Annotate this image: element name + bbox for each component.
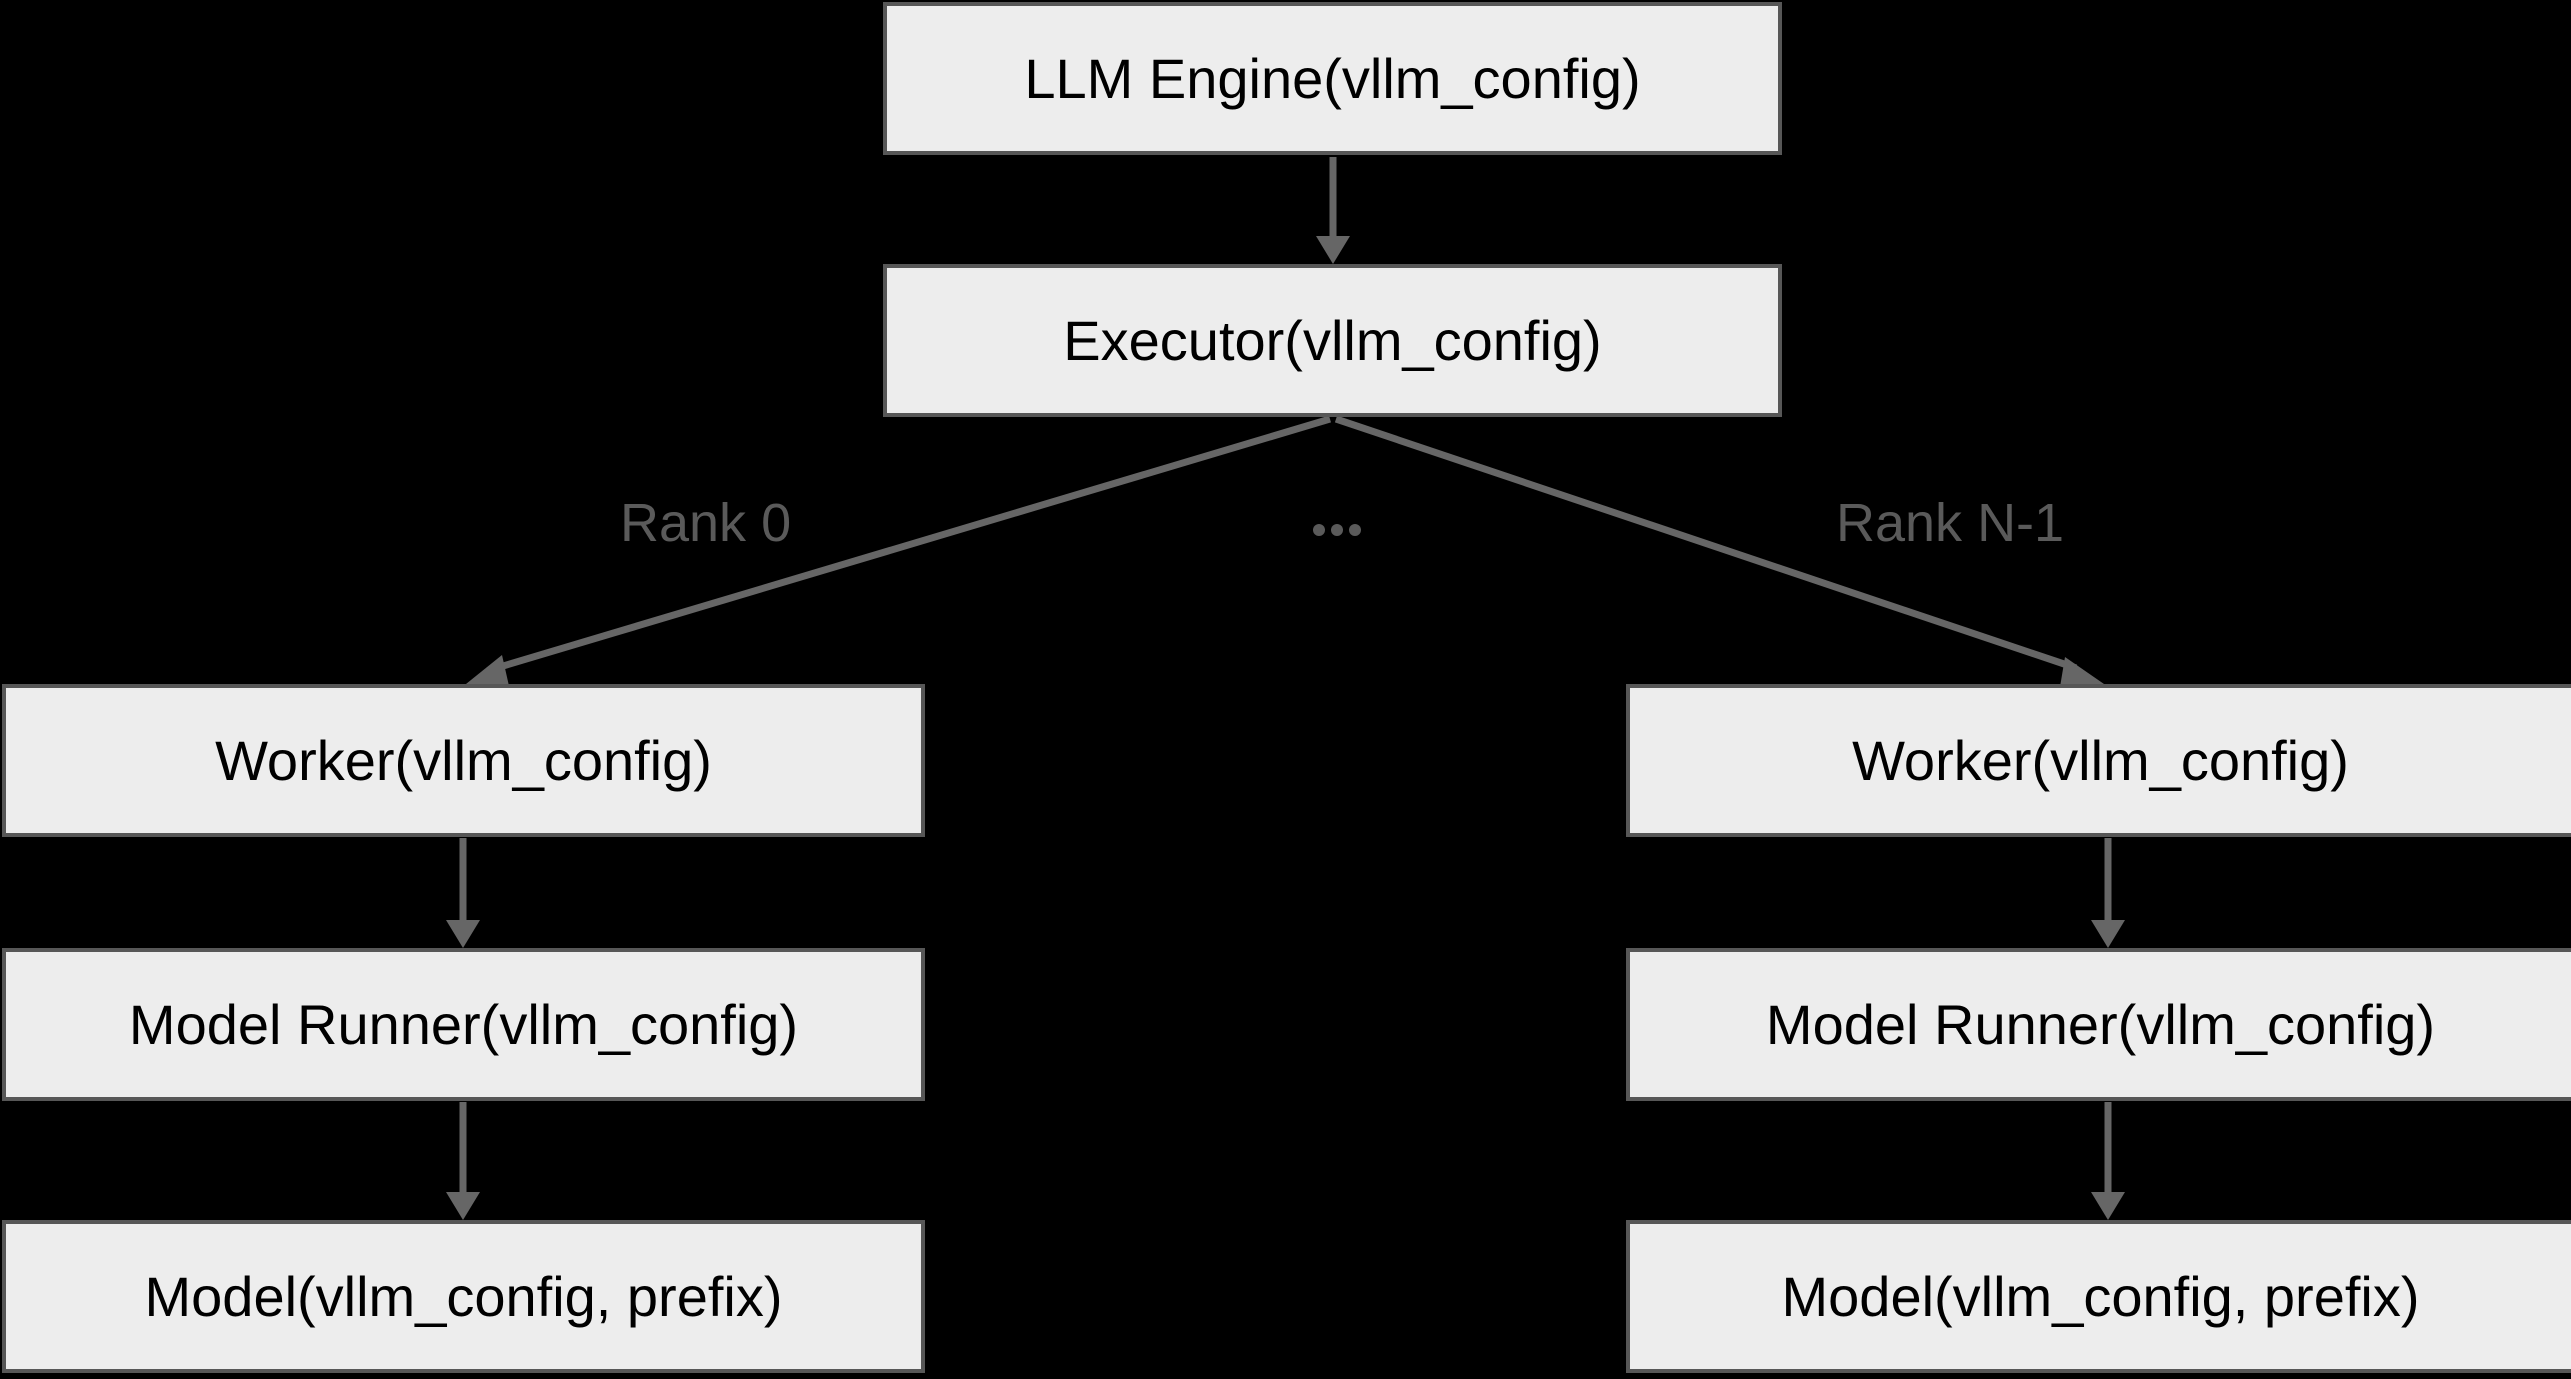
edge-worker-rankn-to-model-runner-rankn: [2091, 838, 2125, 948]
node-model-rankn-label: Model(vllm_config, prefix): [1781, 1264, 2420, 1328]
ellipsis-dot: [1331, 524, 1343, 536]
edge-model-runner-rank0-to-model-rank0: [446, 1102, 480, 1220]
node-executor[interactable]: Executor(vllm_config): [883, 264, 1782, 417]
edge-executor-to-worker-rankn: [1334, 415, 2104, 687]
node-model-runner-rank0-label: Model Runner(vllm_config): [128, 992, 799, 1056]
node-llm-engine-label: LLM Engine(vllm_config): [1024, 46, 1641, 110]
edge-worker-rank0-to-model-runner-rank0: [446, 838, 480, 948]
node-model-runner-rank0[interactable]: Model Runner(vllm_config): [2, 948, 925, 1101]
node-model-rank0[interactable]: Model(vllm_config, prefix): [2, 1220, 925, 1373]
edge-label-rank-n-minus-1: Rank N-1: [1836, 493, 2065, 553]
edge-model-runner-rankn-to-model-rankn: [2091, 1102, 2125, 1220]
node-worker-rankn[interactable]: Worker(vllm_config): [1626, 684, 2571, 837]
node-worker-rank0-label: Worker(vllm_config): [215, 728, 712, 792]
node-model-runner-rankn[interactable]: Model Runner(vllm_config): [1626, 948, 2571, 1101]
node-llm-engine[interactable]: LLM Engine(vllm_config): [883, 2, 1782, 155]
edge-executor-to-worker-rank0: [466, 415, 1332, 686]
node-worker-rank0[interactable]: Worker(vllm_config): [2, 684, 925, 837]
ellipsis-dot: [1313, 524, 1325, 536]
edge-label-rank-0: Rank 0: [620, 493, 792, 553]
node-model-rankn[interactable]: Model(vllm_config, prefix): [1626, 1220, 2571, 1373]
edge-label-rank-ellipsis: [1313, 524, 1361, 536]
edge-llm-engine-to-executor: [1316, 157, 1350, 264]
node-model-runner-rankn-label: Model Runner(vllm_config): [1765, 992, 2436, 1056]
ellipsis-dot: [1349, 524, 1361, 536]
node-executor-label: Executor(vllm_config): [1063, 308, 1602, 372]
node-worker-rankn-label: Worker(vllm_config): [1852, 728, 2349, 792]
node-model-rank0-label: Model(vllm_config, prefix): [144, 1264, 783, 1328]
